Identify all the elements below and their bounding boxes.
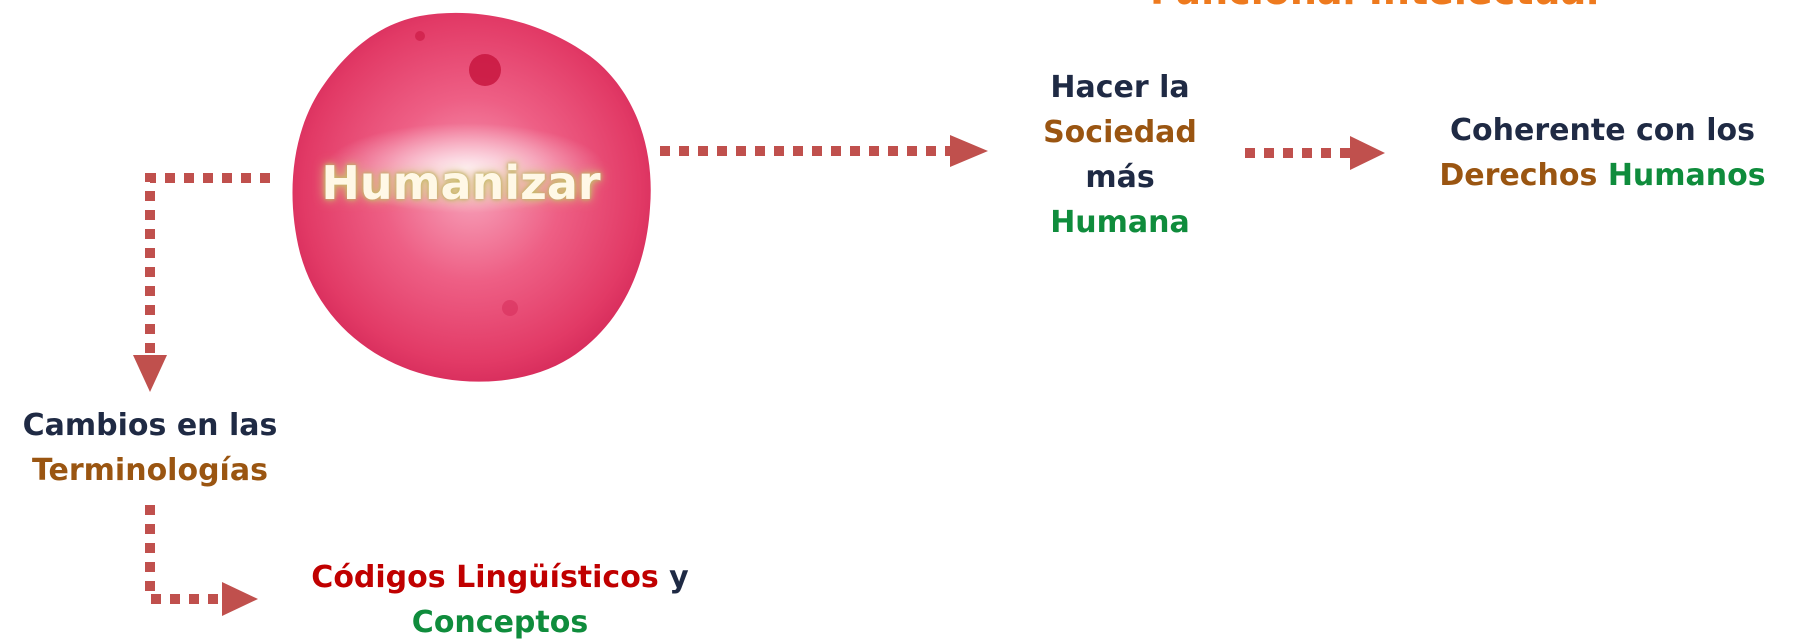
node-codes-word-and: y <box>669 560 689 595</box>
node-society-line2: Sociedad <box>1043 115 1197 150</box>
node-terms: Cambios en las Terminologías <box>0 403 300 493</box>
node-codes-word-concepts: Conceptos <box>411 605 589 640</box>
node-society: Hacer la Sociedad más Humana <box>1010 65 1230 245</box>
page-title: Funcional Intelectual <box>1150 0 1710 16</box>
node-rights: Coherente con los Derechos Humanos <box>1415 108 1790 198</box>
node-rights-word-rights: Derechos <box>1439 158 1598 193</box>
node-codes: Códigos Lingüísticos y Conceptos <box>290 555 710 644</box>
arrowhead-society <box>950 135 988 167</box>
arrowhead-codes <box>222 582 258 616</box>
node-terms-line2: Terminologías <box>32 453 268 488</box>
node-codes-word-ling: Lingüísticos <box>456 560 659 595</box>
connector-hub-to-terms <box>145 173 270 355</box>
node-terms-line1: Cambios en las <box>22 408 278 443</box>
node-society-line4: Humana <box>1050 205 1190 240</box>
connector-terms-to-codes <box>145 505 222 604</box>
pink-blob <box>292 12 651 382</box>
node-society-line3: más <box>1085 160 1155 195</box>
arrowhead-terms <box>133 355 167 392</box>
node-rights-line1: Coherente con los <box>1450 113 1755 148</box>
node-codes-word-codes: Códigos <box>311 560 446 595</box>
hub-label: Humanizar <box>321 156 601 210</box>
arrowhead-rights <box>1350 136 1385 170</box>
node-society-line1: Hacer la <box>1050 70 1190 105</box>
node-rights-word-human: Humanos <box>1607 158 1766 193</box>
